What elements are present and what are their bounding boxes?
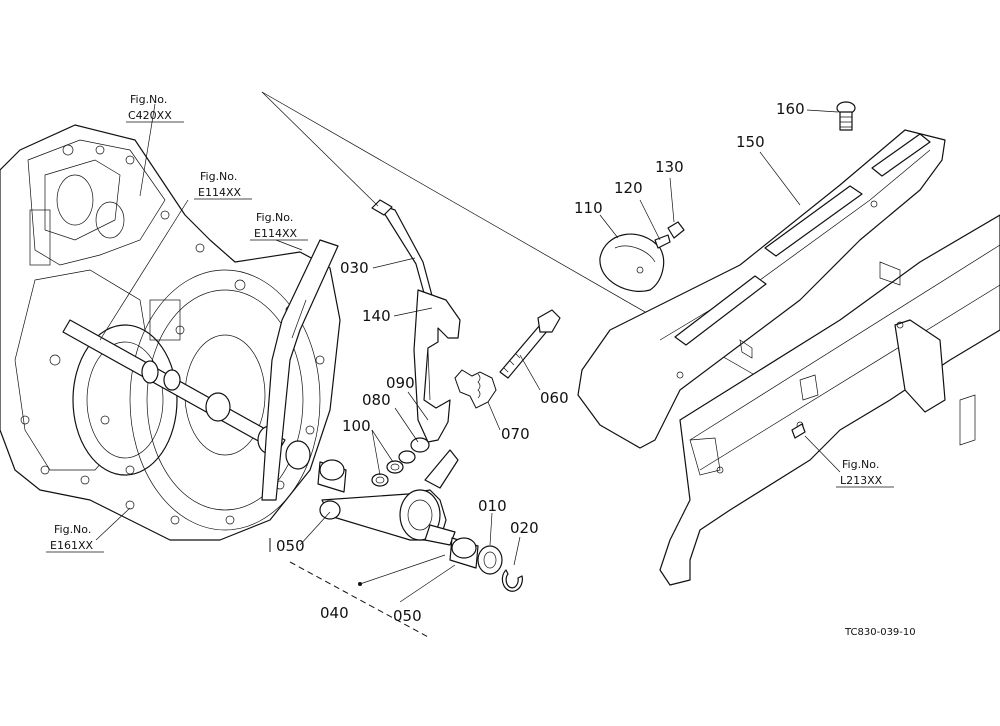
nuts-washers-100 (371, 450, 416, 487)
part-number-130: 130 (655, 158, 684, 176)
part-number-040: 040 (320, 604, 349, 622)
svg-text:Fig.No.: Fig.No. (200, 170, 237, 183)
arm-040 (319, 449, 459, 546)
part-number-020: 020 (510, 519, 539, 537)
svg-text:C420XX: C420XX (128, 109, 172, 122)
svg-text:Fig.No.: Fig.No. (54, 523, 91, 536)
fig-ref-e161xx: Fig.No. E161XX (46, 523, 104, 553)
svg-text:Fig.No.: Fig.No. (130, 93, 167, 106)
frame-bracket (659, 214, 1000, 586)
part-number-150: 150 (736, 133, 765, 151)
fig-ref-c420xx: Fig.No. C420XX (126, 93, 184, 123)
guide-plate-150 (577, 129, 946, 449)
fig-ref-e114xx-upper: Fig.No. E114XX (194, 170, 252, 200)
part-number-100: 100 (342, 417, 371, 435)
part-number-060: 060 (540, 389, 569, 407)
svg-text:L213XX: L213XX (840, 474, 883, 487)
part-number-070: 070 (501, 425, 530, 443)
washer-010 (477, 545, 503, 575)
part-number-120: 120 (614, 179, 643, 197)
lever-140 (413, 289, 461, 443)
part-number-140: 140 (362, 307, 391, 325)
svg-text:Fig.No.: Fig.No. (256, 211, 293, 224)
washer-080 (410, 437, 430, 453)
fig-ref-l213xx: Fig.No. L213XX (836, 458, 894, 488)
part-number-050-upper: 050 (276, 537, 305, 555)
leader-040 (289, 561, 431, 639)
bolt-060 (499, 309, 561, 379)
drawing-code: TC830-039-10 (844, 627, 916, 638)
svg-text:Fig.No.: Fig.No. (842, 458, 879, 471)
snap-ring-020 (501, 569, 523, 592)
pin-120 (654, 234, 671, 249)
bolt-160 (836, 101, 856, 131)
svg-text:E114XX: E114XX (254, 227, 297, 240)
svg-text:E114XX: E114XX (198, 186, 241, 199)
part-number-030: 030 (340, 259, 369, 277)
fig-ref-e114xx-lower: Fig.No. E114XX (250, 211, 308, 241)
spring-070 (454, 369, 497, 409)
svg-text:E161XX: E161XX (50, 539, 93, 552)
part-number-090: 090 (386, 374, 415, 392)
bushing-050-upper (317, 459, 347, 493)
leader-lines (95, 103, 841, 603)
part-number-010: 010 (478, 497, 507, 515)
part-number-050-lower: 050 (393, 607, 422, 625)
part-number-160: 160 (776, 100, 805, 118)
part-number-110: 110 (574, 199, 603, 217)
cross-shaft (62, 319, 311, 470)
release-fork (261, 239, 339, 501)
screw-130 (667, 221, 685, 239)
knob-110 (599, 233, 665, 292)
part-number-080: 080 (362, 391, 391, 409)
bushing-050-lower (449, 537, 479, 569)
